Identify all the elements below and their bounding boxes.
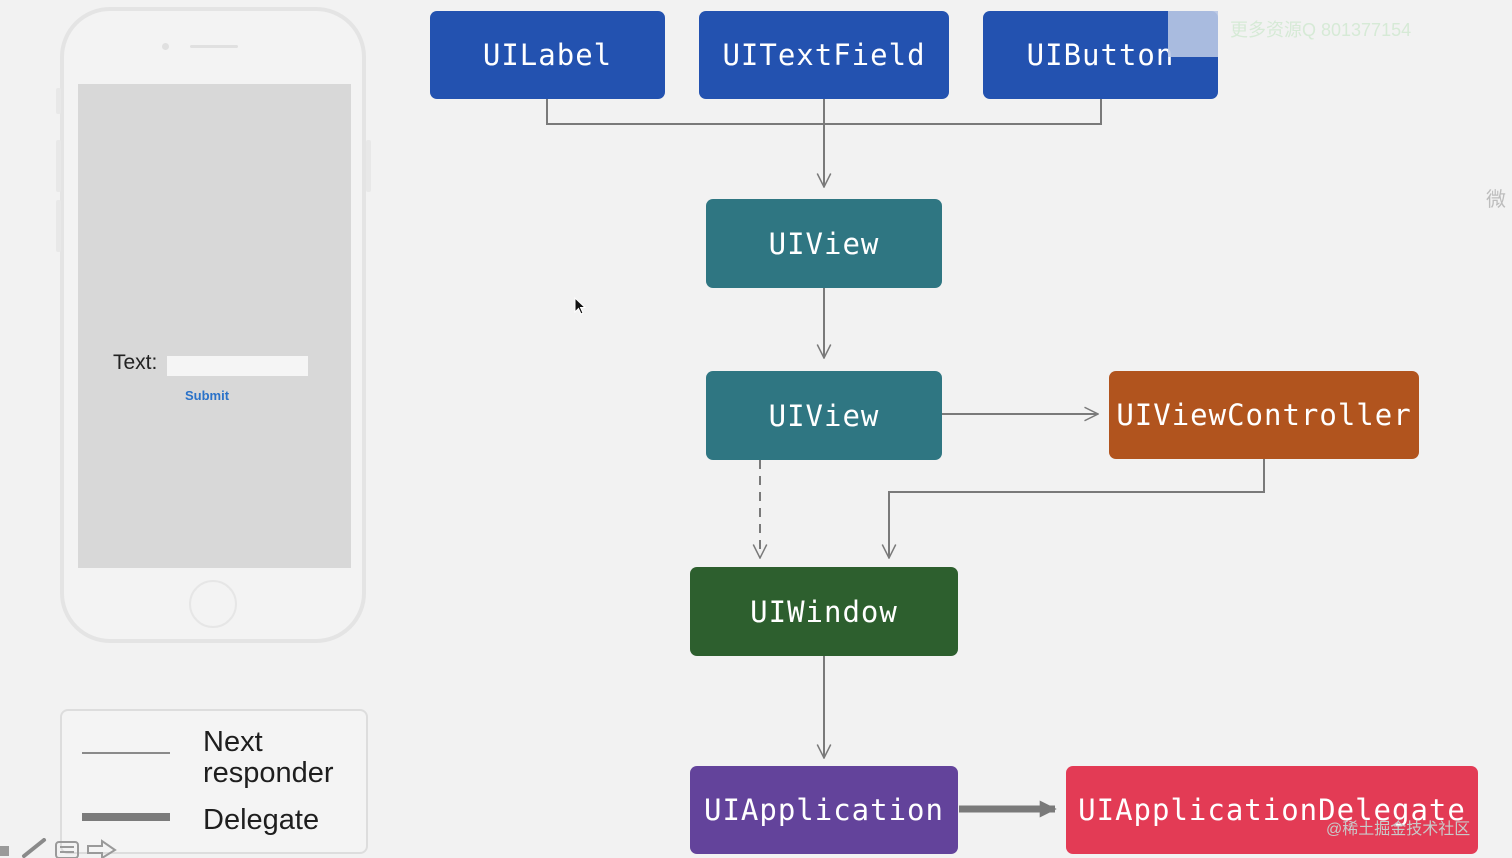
phone-submit-button[interactable]: Submit: [185, 388, 230, 403]
watermark-top: 更多资源Q 801377154: [1230, 20, 1412, 40]
video-overlay-square: [1168, 11, 1218, 57]
node-uiview-top: UIView: [706, 199, 942, 288]
phone-speaker: [190, 45, 238, 48]
phone-text-field[interactable]: [167, 356, 308, 376]
legend-delegate-line: [82, 813, 170, 821]
node-uiviewcontroller: UIViewController: [1109, 371, 1419, 459]
node-uiwindow: UIWindow: [690, 567, 958, 656]
phone-text-label: Text:: [113, 351, 158, 374]
node-uiview-mid: UIView: [706, 371, 942, 460]
legend-delegate-label: Delegate: [203, 804, 320, 836]
toolbar[interactable]: [0, 838, 120, 858]
toolbar-square-icon: [0, 846, 9, 856]
arrow-right-icon: [87, 839, 117, 858]
phone-volume-down: [56, 200, 61, 252]
node-uiapplicationdelegate: UIApplicationDelegate: [1066, 766, 1478, 854]
menu-icon: [55, 841, 79, 858]
phone-home-button: [189, 580, 237, 628]
pen-icon: [22, 838, 46, 858]
legend-next-responder-label: Next responder: [203, 726, 334, 789]
phone-volume-up: [56, 140, 61, 192]
node-uilabel: UILabel: [430, 11, 665, 99]
watermark-right: 微: [1486, 189, 1506, 211]
phone-power-button: [366, 140, 371, 192]
legend-next-responder-line: [82, 752, 170, 754]
phone-mute-switch: [56, 88, 61, 114]
watermark-bottom: @稀土掘金技术社区: [1326, 821, 1471, 838]
node-uitextfield: UITextField: [699, 11, 949, 99]
phone-camera: [162, 43, 169, 50]
phone-screen: [78, 84, 351, 568]
edge-uiviewcontroller-to-uiwindow: [889, 459, 1265, 558]
legend: [60, 709, 368, 854]
cursor-icon: [574, 297, 587, 315]
node-uiapplication: UIApplication: [690, 766, 958, 854]
